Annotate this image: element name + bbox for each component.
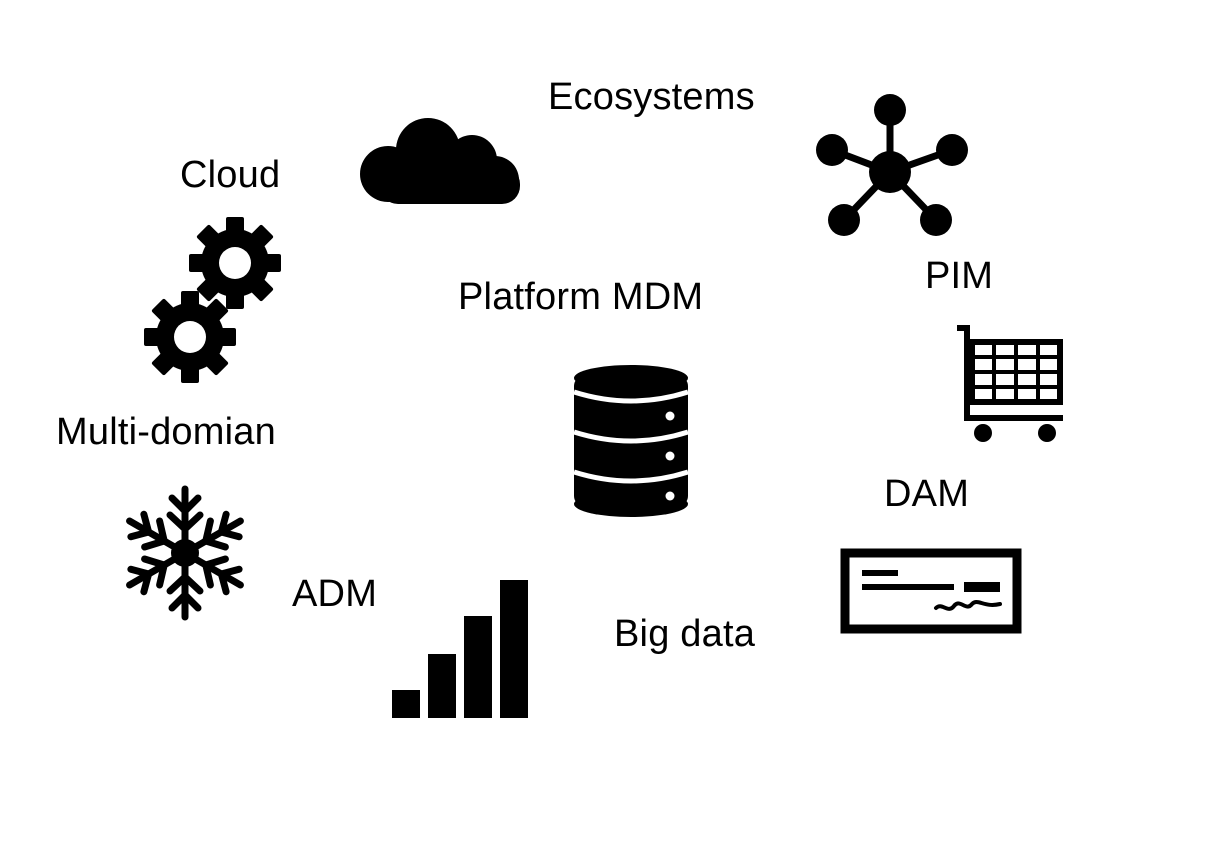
dam-label: DAM — [884, 473, 970, 515]
snowflake-icon — [126, 485, 244, 621]
multi-domain-label: Multi-domian — [56, 411, 276, 453]
pim-label: PIM — [925, 255, 994, 297]
network-hub-icon — [816, 94, 968, 236]
database-icon — [573, 365, 689, 517]
check-document-icon — [840, 548, 1022, 634]
cloud-label: Cloud — [180, 154, 281, 196]
platform-mdm-label: Platform MDM — [458, 276, 704, 318]
shopping-cart-icon — [957, 325, 1063, 442]
cloud-icon — [360, 118, 520, 204]
adm-label: ADM — [292, 573, 378, 615]
ecosystems-label: Ecosystems — [548, 76, 755, 118]
big-data-label: Big data — [614, 613, 756, 655]
gears-icon — [144, 217, 281, 383]
bar-chart-icon — [392, 580, 528, 718]
